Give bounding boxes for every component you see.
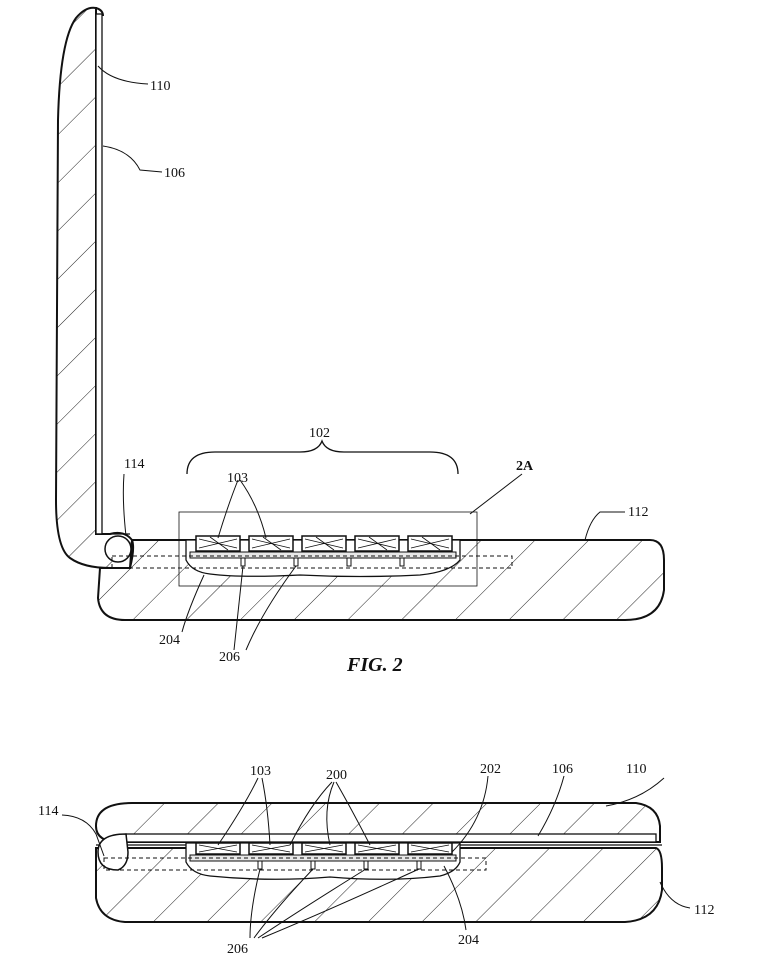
label-206-closed: 206	[227, 942, 248, 957]
key	[354, 535, 400, 552]
display-housing	[54, 6, 135, 569]
key	[301, 842, 347, 855]
label-102: 102	[309, 426, 330, 441]
key-row	[195, 535, 453, 552]
label-110: 110	[150, 79, 170, 94]
label-204-closed: 204	[458, 933, 479, 948]
label-202: 202	[480, 762, 501, 777]
label-2a: 2A	[516, 459, 534, 474]
key-row	[195, 842, 453, 855]
key	[248, 535, 294, 552]
key	[248, 842, 294, 855]
label-204: 204	[159, 633, 180, 648]
label-106: 106	[164, 166, 185, 181]
label-114-closed: 114	[38, 804, 58, 819]
display-layer	[95, 13, 103, 535]
label-110-closed: 110	[626, 762, 646, 777]
hinge	[104, 535, 132, 563]
label-103-closed: 103	[250, 764, 271, 779]
detail-box-2a	[178, 511, 478, 587]
key	[195, 842, 241, 855]
key	[301, 535, 347, 552]
dashed-channel	[111, 555, 513, 569]
key	[195, 535, 241, 552]
label-103: 103	[227, 471, 248, 486]
key-mechanism-layer	[189, 551, 457, 559]
fig-2a-closed-laptop	[61, 775, 691, 939]
figure-caption: FIG. 2	[346, 654, 403, 676]
label-106-closed: 106	[552, 762, 573, 777]
fig-2-open-laptop	[54, 6, 665, 651]
label-200: 200	[326, 768, 347, 783]
label-112: 112	[628, 505, 648, 520]
label-112-closed: 112	[694, 903, 714, 918]
key	[407, 842, 453, 855]
key	[354, 842, 400, 855]
display-layer	[125, 833, 657, 843]
keyboard-brace	[186, 439, 459, 475]
label-114: 114	[124, 457, 144, 472]
key	[407, 535, 453, 552]
label-206: 206	[219, 650, 240, 665]
dashed-channel	[103, 857, 487, 871]
